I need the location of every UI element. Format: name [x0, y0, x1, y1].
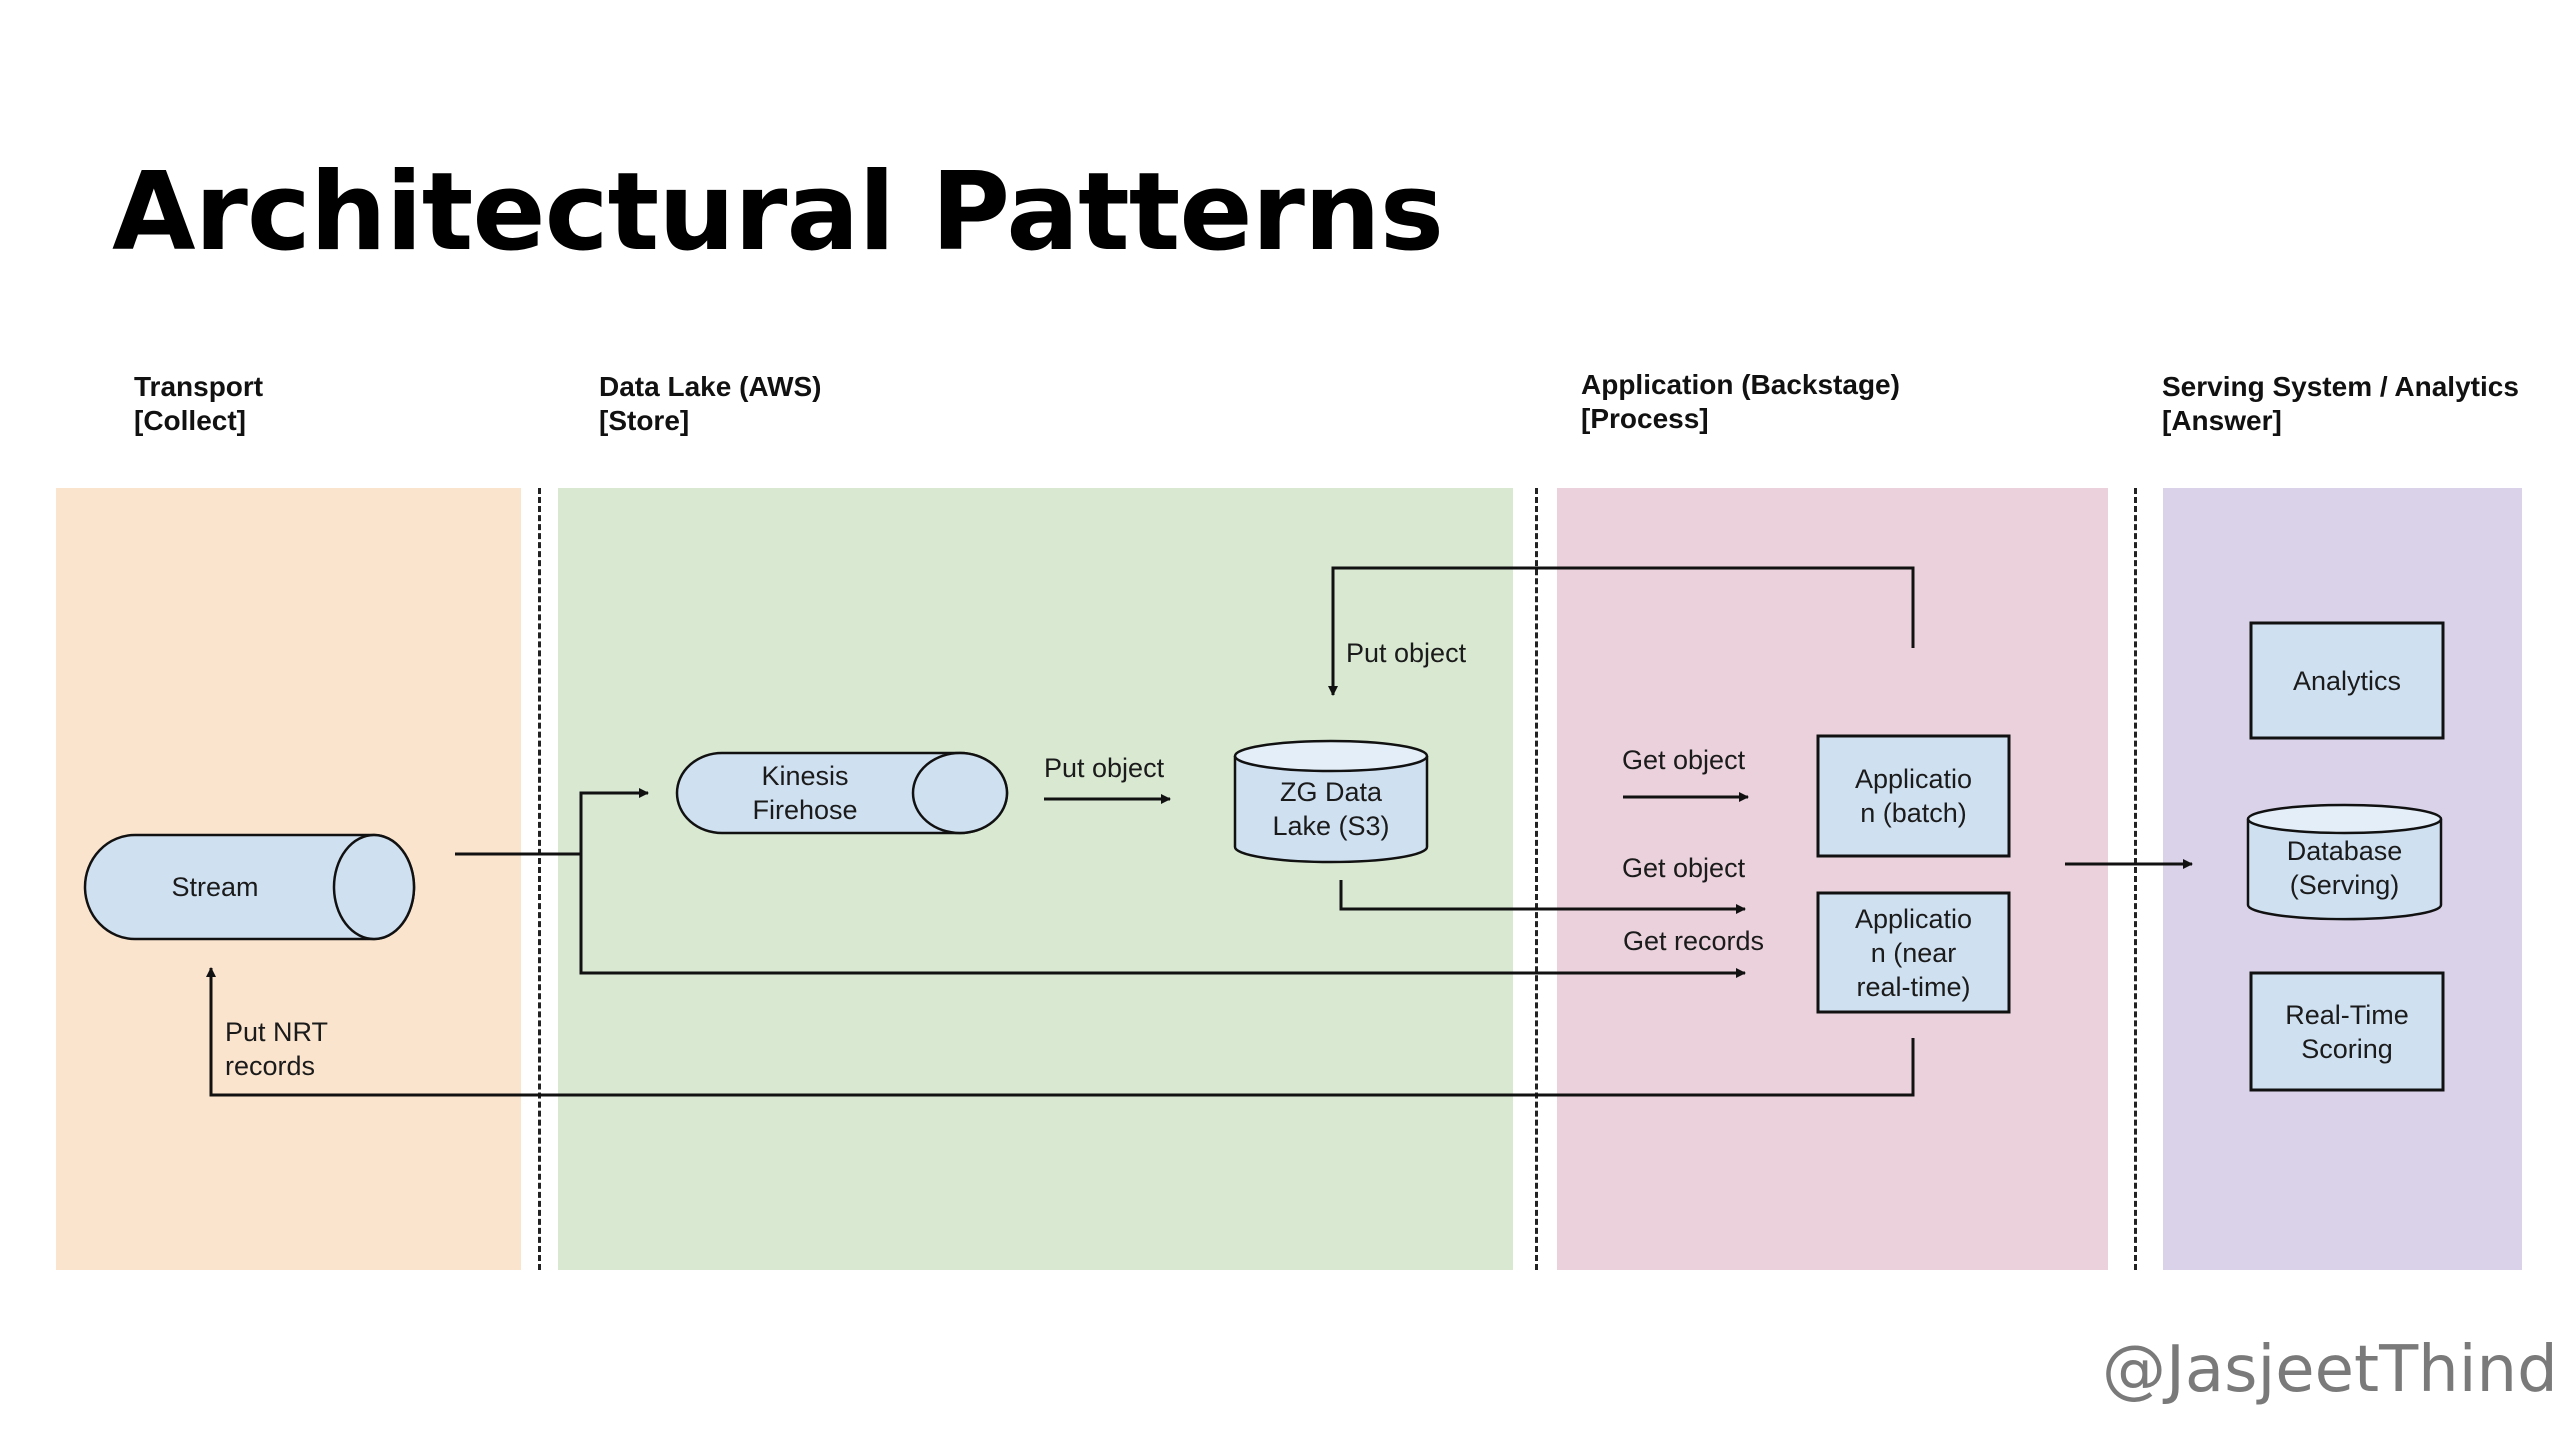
s3-node[interactable]: [1233, 739, 1429, 864]
column-name: Application (Backstage): [1581, 369, 1900, 400]
analytics-node[interactable]: [2249, 621, 2445, 740]
column-name: Transport: [134, 371, 264, 402]
column-header-application: Application (Backstage) [Process]: [1581, 368, 1900, 436]
node-label-line: Kinesis: [761, 761, 849, 791]
edge-label-nrt-to-stream: Put NRT records: [225, 1015, 328, 1083]
app-nrt-label: Applicatio n (near real-time): [1818, 893, 2009, 1012]
edge-label-line: Put NRT: [225, 1017, 329, 1047]
edge-s3-to-nrt: [1339, 880, 1746, 914]
column-role: [Collect]: [134, 405, 246, 436]
column-name: Serving System / Analytics: [2162, 371, 2519, 402]
edge-nrt-to-stream: [206, 967, 1915, 1097]
scoring-label: Real-Time Scoring: [2251, 973, 2443, 1090]
s3-label: ZG Data Lake (S3): [1235, 771, 1427, 847]
node-label-line: Applicatio: [1854, 903, 1973, 934]
column-role: [Store]: [599, 405, 690, 436]
lane-divider: [2134, 488, 2137, 1270]
app-nrt-node[interactable]: [1816, 891, 2011, 1014]
edge-label-stream-to-nrt: Get records: [1623, 926, 1765, 956]
node-label-line: real-time): [1856, 971, 1971, 1002]
firehose-node[interactable]: [675, 751, 1009, 835]
author-watermark: @JasjeetThind: [2102, 1333, 2558, 1407]
database-node[interactable]: [2246, 803, 2443, 921]
application-lane: [1557, 488, 2108, 1270]
database-label: Database (Serving): [2248, 828, 2441, 908]
node-label-line: n (near: [1870, 937, 1957, 968]
edge-label-s3-to-nrt: Get object: [1622, 853, 1746, 883]
node-label-line: Lake (S3): [1272, 811, 1390, 841]
node-label-line: n (batch): [1860, 798, 1967, 828]
app-batch-node[interactable]: [1816, 734, 2011, 858]
node-label-line: Real-Time: [2285, 999, 2409, 1030]
column-header-serving: Serving System / Analytics [Answer]: [2162, 370, 2519, 438]
edge-stream-to-nrt: [579, 854, 1746, 978]
column-role: [Answer]: [2162, 405, 2282, 436]
node-label-line: Firehose: [752, 795, 858, 825]
column-header-transport: Transport [Collect]: [134, 370, 263, 438]
node-label-line: Stream: [171, 872, 259, 902]
slide-title: Architectural Patterns: [112, 150, 1444, 275]
lane-divider: [538, 488, 541, 1270]
edge-label-firehose-to-s3: Put object: [1044, 753, 1165, 783]
data-lake-lane: [558, 488, 1513, 1270]
node-label-line: Analytics: [2292, 665, 2402, 696]
column-header-data-lake: Data Lake (AWS) [Store]: [599, 370, 822, 438]
node-label-line: Scoring: [2301, 1033, 2393, 1064]
edge-label-line: records: [225, 1051, 316, 1081]
node-label-line: Database: [2286, 836, 2403, 866]
edge-batch-to-s3: [1328, 566, 1915, 696]
node-label-line: (Serving): [2289, 870, 2400, 900]
edge-stream-to-firehose: [579, 788, 649, 854]
column-name: Data Lake (AWS): [599, 371, 822, 402]
app-batch-label: Applicatio n (batch): [1818, 736, 2009, 856]
scoring-node[interactable]: [2249, 971, 2445, 1092]
firehose-label: Kinesis Firehose: [720, 753, 890, 833]
node-label-line: Applicatio: [1854, 764, 1973, 794]
lane-divider: [1535, 488, 1538, 1270]
edge-label-batch-to-s3: Put object: [1346, 638, 1467, 668]
stream-node[interactable]: [83, 833, 416, 941]
edge-label-s3-to-batch: Get object: [1622, 745, 1746, 775]
analytics-label: Analytics: [2251, 623, 2443, 738]
column-role: [Process]: [1581, 403, 1709, 434]
stream-label: Stream: [135, 835, 295, 939]
node-label-line: ZG Data: [1279, 777, 1383, 807]
